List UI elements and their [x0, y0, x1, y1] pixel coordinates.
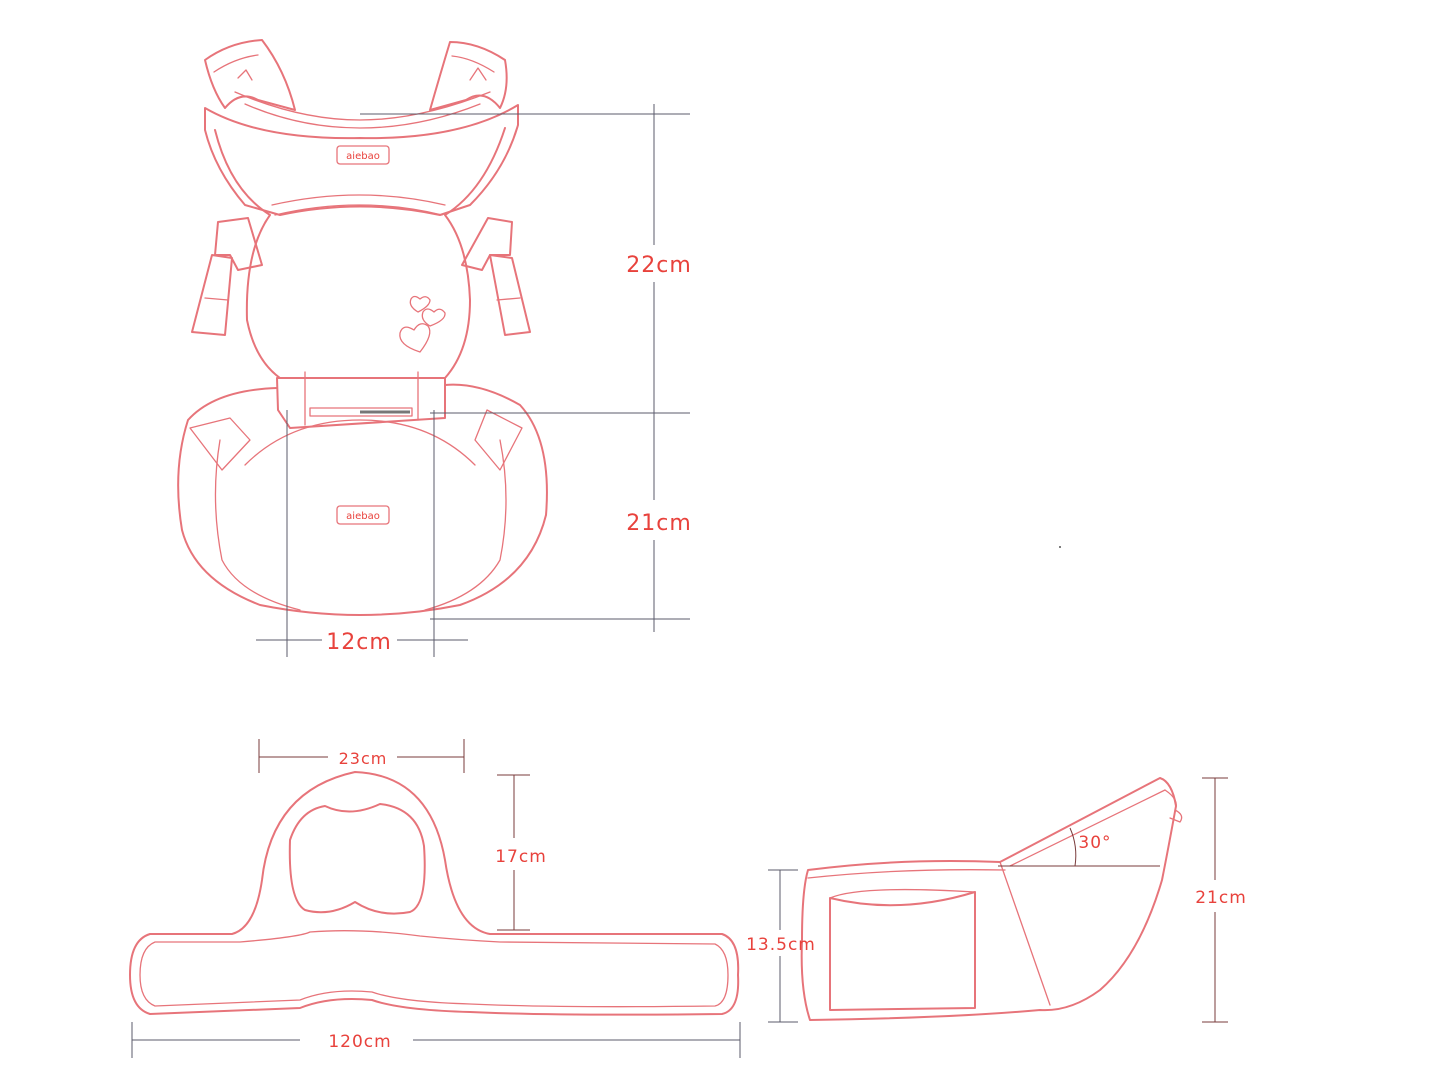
side-view-seat — [800, 777, 1183, 1021]
left-side-strap — [214, 217, 263, 271]
brand-logo-bottom-text: aiebao — [346, 511, 380, 522]
side-angle-label: 30° — [1078, 833, 1111, 853]
brand-logo-bottom — [336, 505, 390, 525]
brand-logo-top — [336, 145, 390, 165]
side-pocket — [829, 891, 976, 1011]
left-shoulder-strap — [204, 39, 296, 111]
side-back-height-label: 21cm — [1195, 888, 1247, 908]
heart-small-icon — [421, 308, 446, 327]
belt-opening — [288, 803, 426, 915]
belt-height-label: 17cm — [495, 847, 547, 867]
belt-view — [129, 771, 740, 1016]
belt-top-width-label: 23cm — [339, 749, 388, 768]
top-panel — [204, 104, 519, 216]
waist-band — [276, 377, 446, 429]
right-shoulder-strap — [429, 41, 508, 111]
stray-dot — [1059, 546, 1061, 548]
belt-outline — [129, 771, 740, 1016]
front-view-carrier: aiebao aiebao — [177, 39, 548, 616]
brand-logo-top-text: aiebao — [346, 151, 380, 162]
seat-width-label: 12cm — [326, 630, 392, 655]
right-side-strap — [461, 217, 513, 271]
side-front-height-label: 13.5cm — [746, 935, 816, 955]
front-dimension-lines — [256, 104, 690, 657]
heart-tiny-icon — [409, 295, 431, 313]
hip-seat-front — [177, 383, 548, 616]
belt-dimension-lines — [131, 739, 741, 1058]
belt-length-label: 120cm — [328, 1032, 391, 1052]
lower-height-label: 21cm — [626, 511, 692, 536]
side-seat-outline — [800, 777, 1177, 1021]
upper-height-label: 22cm — [626, 253, 692, 278]
heart-large-icon — [399, 323, 431, 353]
side-dimension-lines — [768, 777, 1228, 1023]
